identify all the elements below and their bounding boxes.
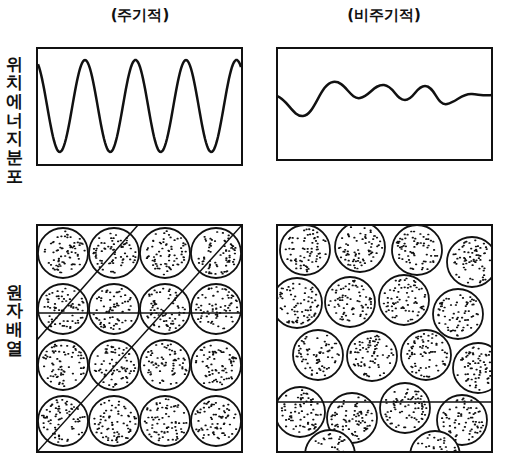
atom-stipple (309, 434, 353, 452)
energy-panel-frame (37, 48, 242, 165)
atom-panel-frame (277, 225, 492, 452)
lattice-line (37, 225, 138, 340)
aperiodic-atom-array (277, 225, 492, 452)
atom-stipple (195, 402, 236, 439)
periodic-potential-curve (38, 60, 241, 152)
atom-stipple (385, 389, 426, 427)
atom-stipple (296, 336, 339, 376)
column-heading: (주기적) (111, 6, 170, 25)
atom-circle (305, 430, 355, 452)
atom-circle (379, 275, 429, 325)
atom-circle (140, 228, 190, 278)
atom-stipple (384, 279, 426, 322)
atom-stipple (417, 435, 456, 452)
atom-circle (453, 343, 492, 393)
aperiodic-potential-curve (277, 82, 492, 116)
atom-circle (401, 330, 451, 380)
lattice-line (37, 225, 242, 452)
atom-stipple (407, 334, 447, 377)
atom-stipple (442, 398, 484, 439)
atom-stipple (45, 231, 85, 272)
atom-stipple (144, 344, 187, 384)
atom-circle (191, 396, 241, 446)
atom-circle (433, 289, 483, 339)
atom-circle (89, 396, 139, 446)
lattice-line (37, 312, 242, 314)
atom-circle (410, 431, 460, 452)
atom-circle (38, 228, 88, 278)
atom-stipple (438, 295, 478, 336)
reference-line (277, 401, 492, 403)
row-label: 원자배열 (6, 283, 23, 358)
atom-stipple (43, 345, 84, 387)
atom-stipple (94, 401, 136, 443)
atom-circle (140, 340, 190, 390)
atom-circle (280, 225, 330, 275)
atom-circle (335, 225, 385, 272)
atom-stipple (282, 390, 321, 432)
atom-circle (191, 340, 241, 390)
atom-stipple (93, 234, 136, 273)
atom-stipple (93, 289, 131, 329)
atom-circle (277, 278, 322, 328)
atom-stipple (286, 229, 326, 271)
atom-stipple (145, 399, 187, 440)
atom-stipple (329, 281, 372, 321)
atom-stipple (277, 284, 318, 324)
row-label: 위치에너지분포 (6, 55, 23, 186)
atom-circle (347, 331, 397, 381)
atom-circle (447, 237, 492, 287)
atom-stipple (196, 346, 237, 385)
atom-circle (89, 284, 139, 334)
atom-stipple (196, 287, 238, 329)
atom-circle (277, 387, 325, 437)
atom-stipple (397, 232, 438, 270)
atom-circle (38, 340, 88, 390)
atom-circle (293, 330, 343, 380)
atom-stipple (339, 227, 383, 268)
atom-circle (325, 277, 375, 327)
atom-stipple (350, 336, 393, 377)
atom-circle (392, 225, 442, 275)
energy-panel-frame (277, 48, 492, 160)
atom-panel-frame (37, 225, 242, 452)
atom-circle (380, 383, 430, 433)
atom-stipple (147, 231, 186, 274)
atom-stipple (453, 240, 492, 282)
column-heading: (비주기적) (347, 6, 421, 25)
atom-circle (191, 284, 241, 334)
atom-circle (140, 396, 190, 446)
atom-stipple (457, 347, 492, 390)
